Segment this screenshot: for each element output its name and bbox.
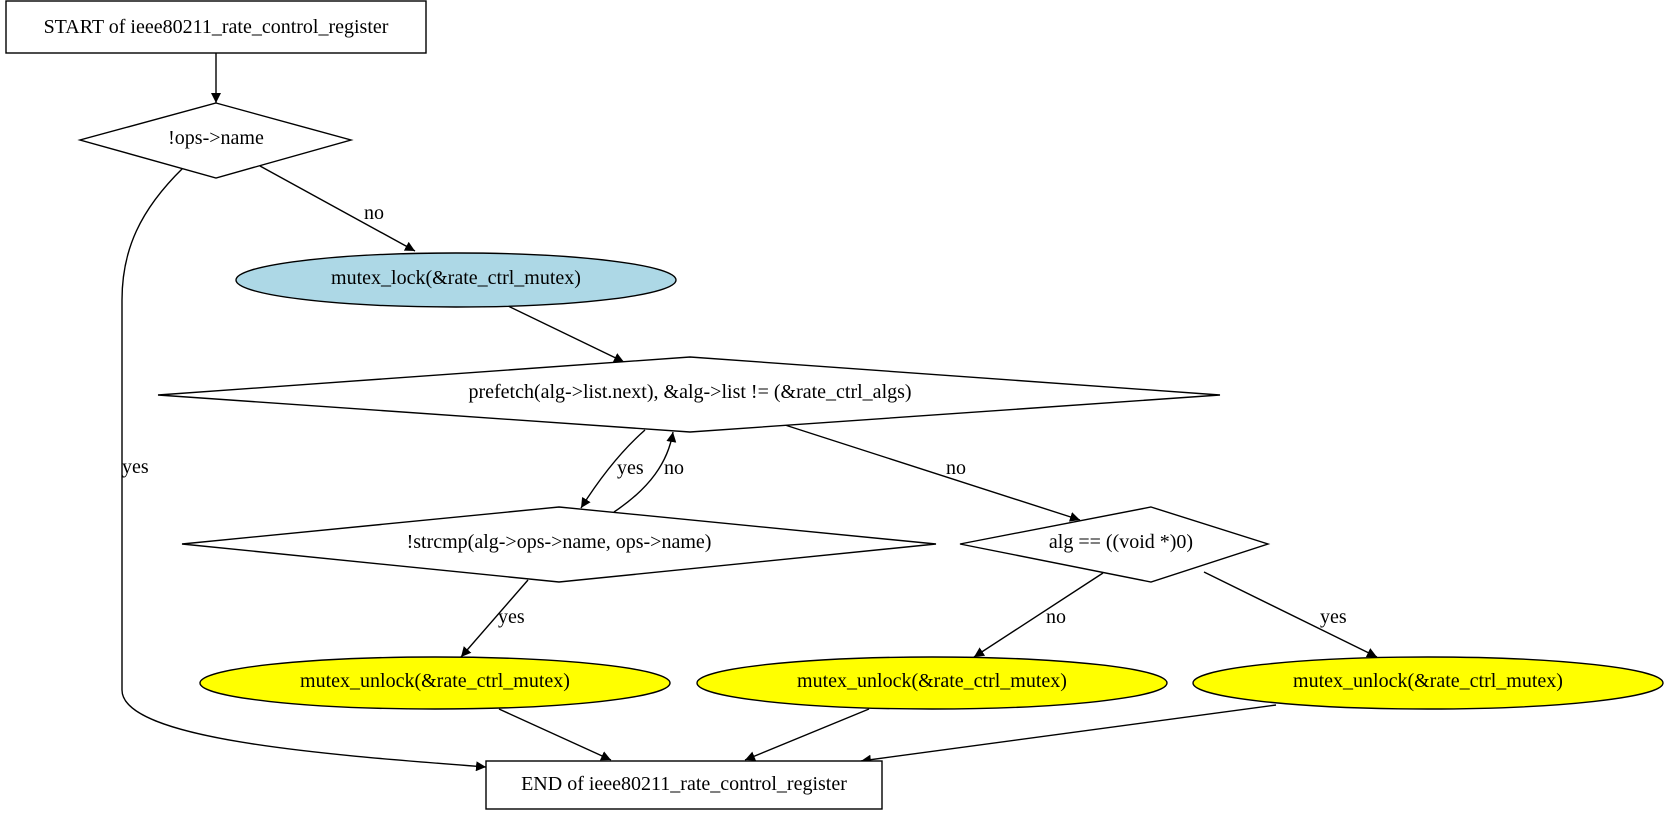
edge-label-yes: yes (1320, 606, 1347, 628)
edge-unlock1-to-end (498, 708, 612, 761)
edge-label-yes: yes (617, 457, 644, 479)
edge-lock-to-loop (507, 305, 625, 363)
edge-label-no: no (664, 457, 684, 479)
mutex-lock-label: mutex_lock(&rate_ctrl_mutex) (331, 267, 581, 289)
edge-label-yes: yes (498, 606, 525, 628)
mutex-unlock-label: mutex_unlock(&rate_ctrl_mutex) (300, 670, 570, 692)
alg-null-condition-label: alg == ((void *)0) (1049, 531, 1193, 553)
edge-algnull-yes-unlock3: yes (1203, 571, 1378, 658)
edge-label-no: no (364, 202, 384, 224)
edges: yes no yes no no yes no (121, 53, 1378, 772)
mutex-lock-node: mutex_lock(&rate_ctrl_mutex) (235, 252, 677, 308)
edge-label-yes: yes (122, 456, 149, 478)
strcmp-condition-label: !strcmp(alg->ops->name, ops->name) (407, 531, 712, 553)
edge-unlock2-to-end (744, 708, 870, 761)
strcmp-condition: !strcmp(alg->ops->name, ops->name) (181, 506, 937, 583)
loop-condition: prefetch(alg->list.next), &alg->list != … (157, 356, 1221, 433)
edge-loop-no-algnull: no (784, 424, 1081, 522)
end-node: END of ieee80211_rate_control_register (485, 760, 883, 810)
end-node-label: END of ieee80211_rate_control_register (521, 773, 847, 795)
loop-condition-label: prefetch(alg->list.next), &alg->list != … (468, 381, 911, 403)
start-node: START of ieee80211_rate_control_register (5, 0, 427, 54)
edge-algnull-no-unlock2: no (973, 572, 1104, 658)
edge-label-no: no (1046, 606, 1066, 628)
edge-cond-yes-end: yes (121, 167, 487, 772)
mutex-unlock-node-3: mutex_unlock(&rate_ctrl_mutex) (1192, 656, 1664, 710)
mutex-unlock-label: mutex_unlock(&rate_ctrl_mutex) (797, 670, 1067, 692)
edge-unlock3-to-end (860, 704, 1277, 765)
mutex-unlock-node-1: mutex_unlock(&rate_ctrl_mutex) (199, 656, 671, 710)
edge-label-no: no (946, 457, 966, 479)
condition-ops-name: !ops->name (77, 102, 354, 179)
condition-ops-name-label: !ops->name (168, 127, 264, 149)
edge-strcmp-no-loop: no (613, 431, 684, 513)
edge-strcmp-yes-unlock1: yes (460, 579, 529, 658)
nodes: START of ieee80211_rate_control_register… (5, 0, 1664, 810)
mutex-unlock-node-2: mutex_unlock(&rate_ctrl_mutex) (696, 656, 1168, 710)
edge-cond-no-lock: no (259, 165, 416, 252)
mutex-unlock-label: mutex_unlock(&rate_ctrl_mutex) (1293, 670, 1563, 692)
edge-loop-yes-strcmp: yes (580, 429, 646, 509)
alg-null-condition: alg == ((void *)0) (959, 506, 1271, 583)
start-node-label: START of ieee80211_rate_control_register (44, 16, 389, 38)
